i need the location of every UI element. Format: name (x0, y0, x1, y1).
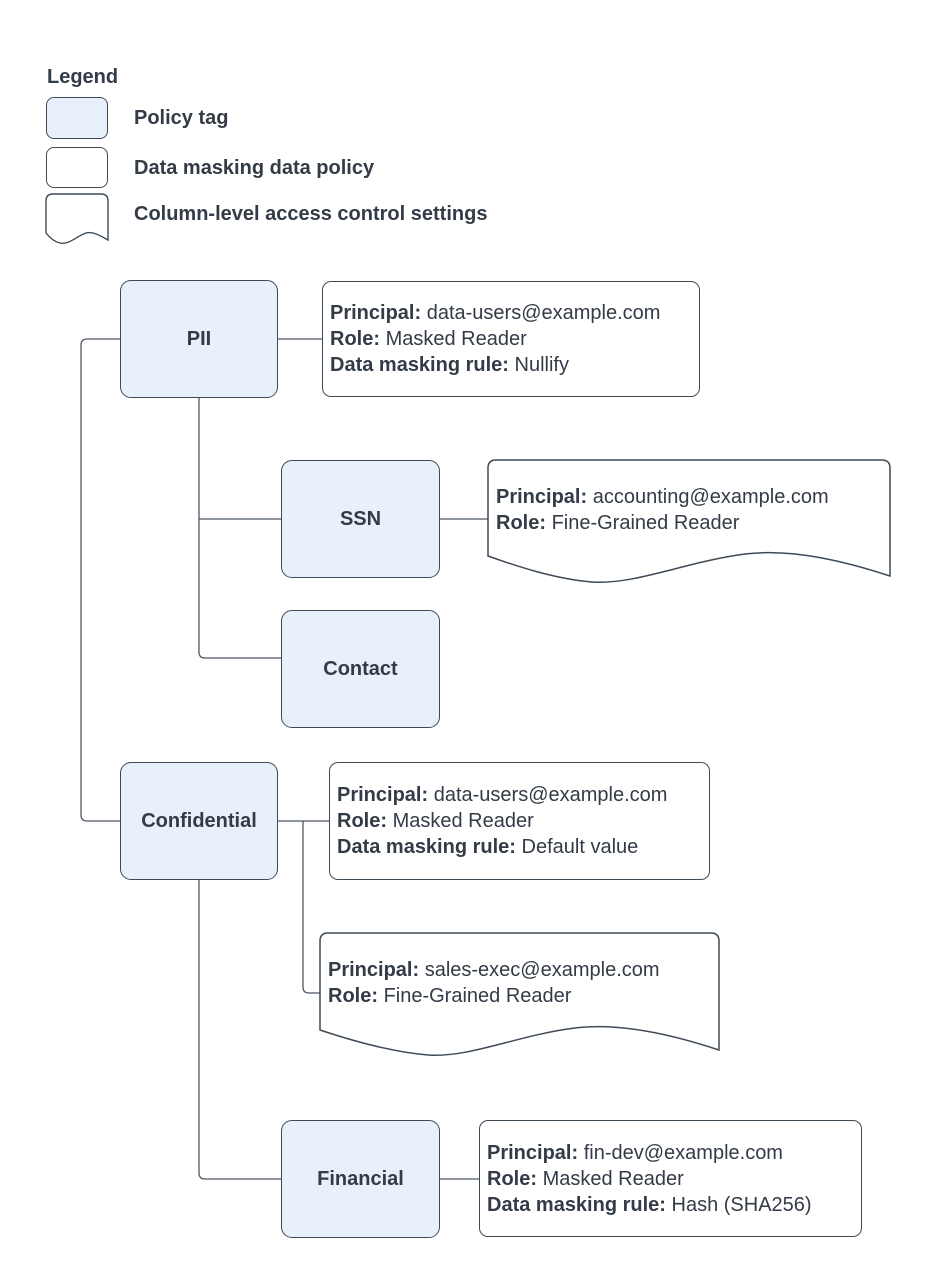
field-label: Data masking rule: (330, 354, 509, 376)
policy-tag-node-confidential: Confidential (120, 762, 278, 880)
field-label: Role: (487, 1167, 537, 1190)
policy-line: Role: Masked Reader (330, 326, 699, 352)
field-label: Role: (337, 810, 387, 832)
masking-policy-box-confidential: Principal: data-users@example.com Role: … (329, 762, 710, 880)
node-label: SSN (339, 507, 382, 530)
policy-line: Principal: sales-exec@example.com (328, 957, 719, 983)
policy-line: Role: Masked Reader (487, 1166, 861, 1192)
field-value: fin-dev@example.com (583, 1141, 783, 1164)
field-label: Role: (496, 512, 546, 534)
field-value: Default value (521, 836, 639, 858)
policy-line: Principal: fin-dev@example.com (487, 1140, 861, 1166)
field-label: Data masking rule: (337, 836, 516, 858)
node-label: PII (186, 327, 212, 350)
policy-line: Data masking rule: Hash (SHA256) (487, 1192, 861, 1218)
field-label: Principal: (337, 784, 429, 806)
legend-item-acl: Column-level access control settings (134, 203, 488, 225)
legend-item-data-policy: Data masking data policy (134, 157, 375, 179)
policy-tag-node-contact: Contact (281, 610, 440, 728)
acl-doc-text-ssn: Principal: accounting@example.com Role: … (488, 460, 890, 560)
field-value: data-users@example.com (433, 784, 668, 806)
policy-tag-node-ssn: SSN (281, 460, 440, 578)
policy-line: Data masking rule: Nullify (330, 352, 699, 378)
field-label: Principal: (496, 486, 588, 508)
legend-acl-swatch (45, 193, 109, 244)
masking-policy-box-financial: Principal: fin-dev@example.com Role: Mas… (479, 1120, 862, 1237)
field-label: Principal: (328, 959, 420, 981)
field-label: Role: (328, 985, 378, 1007)
policy-line: Role: Masked Reader (337, 808, 709, 834)
legend-data-policy-swatch (46, 147, 108, 188)
masking-policy-box-pii: Principal: data-users@example.com Role: … (322, 281, 700, 397)
connector-confidential-to-acl (302, 821, 320, 994)
policy-tag-node-pii: PII (120, 280, 278, 398)
field-value: sales-exec@example.com (424, 959, 660, 981)
field-value: Masked Reader (385, 328, 527, 350)
acl-doc-shape-ssn (487, 459, 891, 583)
field-value: Masked Reader (392, 810, 534, 832)
acl-doc-text-confidential: Principal: sales-exec@example.com Role: … (320, 933, 719, 1033)
field-value: Nullify (514, 354, 569, 376)
connector-confidential-to-financial (198, 880, 281, 1180)
field-value: Fine-Grained Reader (551, 512, 740, 534)
legend-title: Legend (47, 66, 119, 88)
field-label: Role: (330, 328, 380, 350)
field-value: Hash (SHA256) (671, 1193, 812, 1216)
node-label: Confidential (141, 809, 257, 832)
policy-line: Principal: accounting@example.com (496, 484, 890, 510)
field-label: Principal: (487, 1141, 579, 1164)
connector-pii-to-contact (198, 398, 281, 659)
field-value: Fine-Grained Reader (383, 985, 572, 1007)
policy-line: Role: Fine-Grained Reader (496, 510, 890, 536)
field-value: Masked Reader (542, 1167, 684, 1190)
policy-line: Data masking rule: Default value (337, 834, 709, 860)
field-value: data-users@example.com (426, 302, 661, 324)
connector-pii-to-confidential (80, 338, 120, 822)
acl-doc-shape-confidential (319, 932, 720, 1056)
field-value: accounting@example.com (592, 486, 829, 508)
node-label: Financial (317, 1167, 404, 1190)
legend-policy-tag-swatch (46, 97, 108, 139)
legend-item-policy-tag: Policy tag (134, 107, 229, 129)
policy-line: Role: Fine-Grained Reader (328, 983, 719, 1009)
field-label: Principal: (330, 302, 422, 324)
node-label: Contact (323, 657, 398, 680)
policy-line: Principal: data-users@example.com (337, 782, 709, 808)
policy-tag-node-financial: Financial (281, 1120, 440, 1238)
policy-line: Principal: data-users@example.com (330, 300, 699, 326)
field-label: Data masking rule: (487, 1193, 666, 1216)
